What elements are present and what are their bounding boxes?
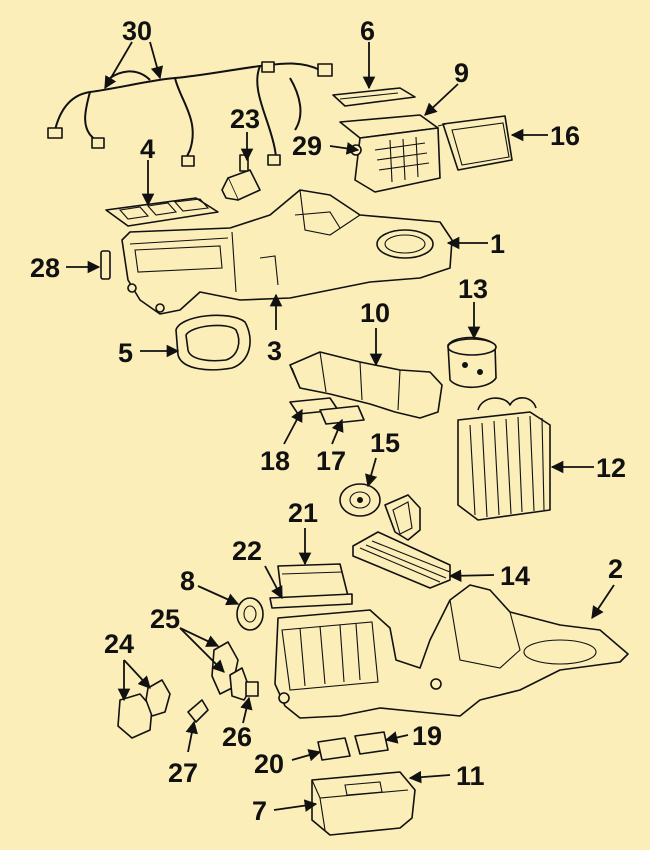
callout-16: 16 xyxy=(550,121,580,151)
small-doors-drawing xyxy=(317,731,389,761)
leader-lines xyxy=(66,41,615,812)
callout-6: 6 xyxy=(360,16,375,46)
filter-cover-drawing xyxy=(332,87,416,107)
bottom-housing-drawing xyxy=(311,771,416,836)
motor-cap-drawing xyxy=(339,483,381,517)
callout-19: 19 xyxy=(412,721,442,751)
callout-15: 15 xyxy=(370,428,400,458)
callout-2: 2 xyxy=(608,554,623,584)
callout-20: 20 xyxy=(254,749,284,779)
clip-drawing xyxy=(100,250,111,280)
callout-27: 27 xyxy=(168,758,198,788)
air-filter-drawing xyxy=(437,115,513,171)
callout-numbers: 30 6 9 16 23 29 4 1 28 3 5 10 13 18 17 1… xyxy=(30,16,626,826)
callout-5: 5 xyxy=(118,338,133,368)
callout-29: 29 xyxy=(292,131,322,161)
callout-13: 13 xyxy=(458,274,488,304)
callout-25: 25 xyxy=(150,604,180,634)
callout-17: 17 xyxy=(316,446,346,476)
wiring-harness-drawing xyxy=(47,61,333,167)
callout-10: 10 xyxy=(360,298,390,328)
callout-7: 7 xyxy=(252,796,267,826)
callout-3: 3 xyxy=(267,336,282,366)
evaporator-core-drawing xyxy=(457,397,551,521)
heater-core-drawing xyxy=(352,494,451,589)
callout-8: 8 xyxy=(180,566,195,596)
callout-21: 21 xyxy=(288,498,318,528)
sensor-drawing xyxy=(221,154,261,201)
hvac-lower-case-drawing xyxy=(274,584,629,719)
seal-ring-drawing xyxy=(175,314,251,371)
callout-23: 23 xyxy=(230,104,260,134)
callout-9: 9 xyxy=(454,58,469,88)
callout-14: 14 xyxy=(500,561,530,591)
callout-18: 18 xyxy=(260,446,290,476)
callout-1: 1 xyxy=(490,229,505,259)
blower-motor-drawing xyxy=(447,336,497,389)
hvac-upper-case-drawing xyxy=(121,189,453,315)
actuator-drawing xyxy=(269,563,353,609)
callout-22: 22 xyxy=(232,536,262,566)
knob-drawing xyxy=(236,597,264,631)
callout-30: 30 xyxy=(122,16,152,46)
callout-28: 28 xyxy=(30,253,60,283)
callout-11: 11 xyxy=(456,761,485,791)
duct-drawing xyxy=(289,351,443,419)
linkage-parts-drawing xyxy=(117,641,259,739)
callout-4: 4 xyxy=(140,134,155,164)
blower-housing-upper-drawing xyxy=(339,114,441,193)
callout-24: 24 xyxy=(104,629,134,659)
callout-26: 26 xyxy=(222,722,252,752)
gasket-frame-drawing xyxy=(105,197,219,227)
callout-12: 12 xyxy=(596,453,626,483)
